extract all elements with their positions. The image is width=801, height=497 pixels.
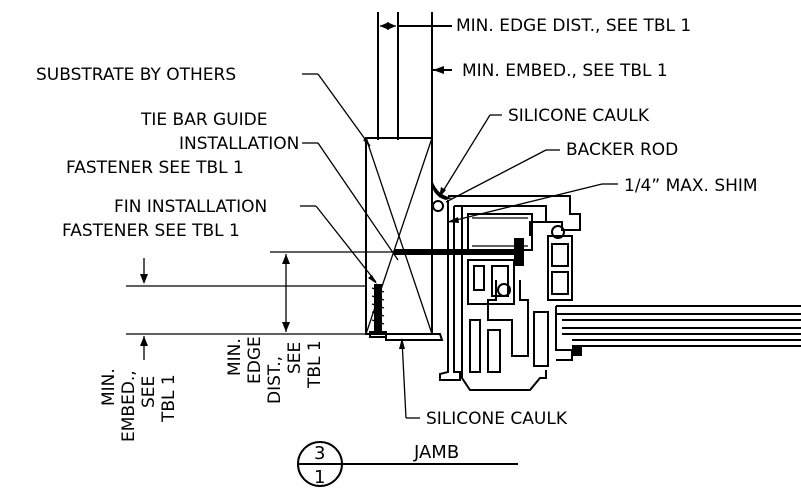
min-edge-left-2: EDGE	[245, 336, 265, 384]
sheet-number: 1	[314, 467, 325, 488]
top-dimension-lines	[377, 12, 452, 140]
min-edge-left-4: SEE	[285, 342, 305, 374]
label-tie-bar-1: TIE BAR GUIDE	[140, 110, 268, 130]
min-edge-left-1: MIN.	[225, 338, 245, 376]
fin-fastener	[369, 284, 387, 338]
label-shim: 1/4” MAX. SHIM	[624, 176, 758, 196]
label-min-edge-dist-top: MIN. EDGE DIST., SEE TBL 1	[456, 16, 691, 36]
label-substrate: SUBSTRATE BY OTHERS	[36, 65, 236, 85]
label-tie-bar-2: INSTALLATION	[179, 134, 299, 154]
min-embed-left-1: MIN.	[99, 368, 119, 406]
min-embed-left-2: EMBED.,	[119, 370, 139, 442]
detail-callout: 3 1 JAMB	[297, 441, 518, 488]
min-edge-left-3: DIST.,	[265, 356, 285, 404]
min-embed-left-4: TBL 1	[159, 374, 179, 423]
label-fin-2: FASTENER SEE TBL 1	[62, 221, 240, 241]
min-edge-left-5: TBL 1	[305, 340, 325, 389]
min-embed-left-3: SEE	[139, 376, 159, 408]
detail-number: 3	[314, 443, 325, 464]
min-embed-left-label: MIN. EMBED., SEE TBL 1	[99, 368, 179, 442]
label-silicone-caulk-top: SILICONE CAULK	[508, 106, 650, 126]
label-fin-1: FIN INSTALLATION	[114, 197, 267, 217]
caulk-bead-bottom	[385, 333, 444, 341]
min-edge-left-label: MIN. EDGE DIST., SEE TBL 1	[225, 336, 325, 404]
label-tie-bar-3: FASTENER SEE TBL 1	[66, 158, 244, 178]
caulk-bead-top	[432, 180, 452, 200]
label-backer-rod: BACKER ROD	[566, 140, 678, 160]
label-min-embed-top: MIN. EMBED., SEE TBL 1	[462, 61, 668, 81]
left-dimension-lines	[126, 251, 392, 360]
tie-bar-fastener	[393, 238, 524, 266]
window-frame-profile	[439, 195, 801, 391]
label-silicone-caulk-bottom: SILICONE CAULK	[426, 409, 568, 429]
detail-title: JAMB	[413, 442, 459, 463]
backer-rod-circle	[432, 200, 444, 212]
